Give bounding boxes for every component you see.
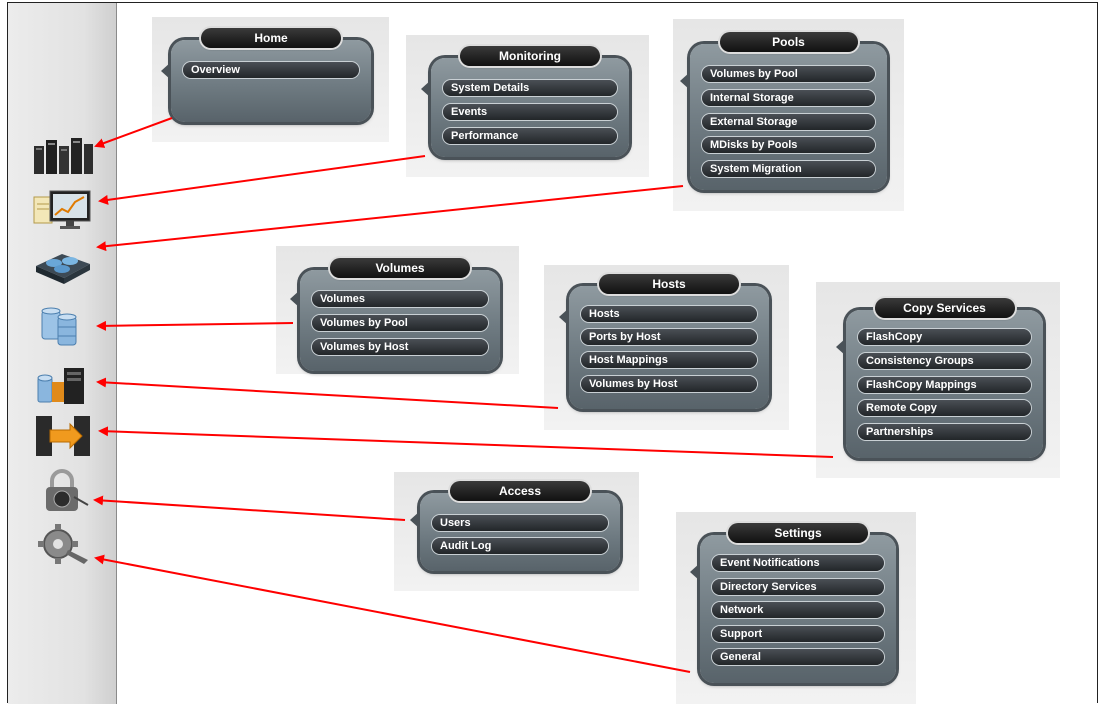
home-servers-icon[interactable]	[30, 128, 96, 180]
arrow-monitoring	[98, 155, 426, 205]
menu-item-performance[interactable]: Performance	[443, 128, 617, 144]
home-menu-title: Home	[201, 28, 341, 48]
menu-item-external-storage[interactable]: External Storage	[702, 114, 875, 130]
settings-menu: Settings Event Notifications Directory S…	[690, 523, 896, 683]
menu-item-volumes-by-pool-2[interactable]: Volumes by Pool	[312, 315, 488, 331]
access-menu-title: Access	[450, 481, 590, 501]
hosts-icon[interactable]	[30, 360, 96, 412]
volumes-menu-title: Volumes	[330, 258, 470, 278]
menu-item-support[interactable]: Support	[712, 626, 884, 642]
hosts-menu-title: Hosts	[599, 274, 739, 294]
menu-item-users[interactable]: Users	[432, 515, 608, 531]
menu-item-consistency-groups[interactable]: Consistency Groups	[858, 353, 1031, 369]
menu-item-general[interactable]: General	[712, 649, 884, 665]
settings-gear-icon[interactable]	[30, 518, 96, 570]
monitoring-menu-title: Monitoring	[460, 46, 600, 66]
navigation-sidebar	[8, 3, 117, 704]
settings-menu-title: Settings	[728, 523, 868, 543]
menu-item-volumes[interactable]: Volumes	[312, 291, 488, 307]
menu-item-internal-storage[interactable]: Internal Storage	[702, 90, 875, 106]
pools-icon[interactable]	[30, 238, 96, 290]
pools-menu-title: Pools	[719, 32, 858, 52]
menu-item-audit-log[interactable]: Audit Log	[432, 538, 608, 554]
pools-menu: Pools Volumes by Pool Internal Storage E…	[680, 32, 887, 190]
arrow-access	[93, 495, 406, 521]
volumes-icon[interactable]	[30, 301, 96, 353]
menu-item-remote-copy[interactable]: Remote Copy	[858, 400, 1031, 416]
window-frame	[7, 2, 1098, 703]
menu-item-hosts[interactable]: Hosts	[581, 306, 757, 322]
access-lock-icon[interactable]	[30, 465, 96, 517]
menu-item-host-mappings[interactable]: Host Mappings	[581, 352, 757, 368]
menu-item-mdisks-by-pools[interactable]: MDisks by Pools	[702, 137, 875, 153]
menu-item-system-migration[interactable]: System Migration	[702, 161, 875, 177]
copy-services-icon[interactable]	[30, 410, 96, 462]
menu-item-flashcopy-mappings[interactable]: FlashCopy Mappings	[858, 377, 1031, 393]
monitoring-menu: Monitoring System Details Events Perform…	[421, 46, 629, 157]
arrow-pools	[96, 185, 684, 252]
menu-item-overview[interactable]: Overview	[183, 62, 359, 78]
menu-item-network[interactable]: Network	[712, 602, 884, 618]
volumes-menu: Volumes Volumes Volumes by Pool Volumes …	[290, 258, 500, 371]
menu-item-event-notifications[interactable]: Event Notifications	[712, 555, 884, 571]
menu-item-volumes-by-host[interactable]: Volumes by Host	[312, 339, 488, 355]
menu-item-events[interactable]: Events	[443, 104, 617, 120]
menu-item-partnerships[interactable]: Partnerships	[858, 424, 1031, 440]
access-menu: Access Users Audit Log	[410, 481, 620, 571]
menu-item-volumes-by-pool[interactable]: Volumes by Pool	[702, 66, 875, 82]
copy-services-menu: Copy Services FlashCopy Consistency Grou…	[836, 298, 1043, 458]
arrow-volumes	[96, 320, 294, 331]
monitoring-icon[interactable]	[30, 183, 96, 235]
arrow-home	[94, 117, 173, 148]
arrow-copy-services	[98, 426, 834, 458]
copy-services-menu-title: Copy Services	[874, 298, 1015, 318]
menu-item-directory-services[interactable]: Directory Services	[712, 579, 884, 595]
menu-item-volumes-by-host-2[interactable]: Volumes by Host	[581, 376, 757, 392]
menu-item-system-details[interactable]: System Details	[443, 80, 617, 96]
arrow-hosts	[96, 377, 559, 409]
home-menu: Home Overview	[161, 28, 371, 122]
hosts-menu: Hosts Hosts Ports by Host Host Mappings …	[559, 274, 769, 409]
menu-item-flashcopy[interactable]: FlashCopy	[858, 329, 1031, 345]
menu-item-ports-by-host[interactable]: Ports by Host	[581, 329, 757, 345]
arrow-settings	[94, 554, 691, 673]
